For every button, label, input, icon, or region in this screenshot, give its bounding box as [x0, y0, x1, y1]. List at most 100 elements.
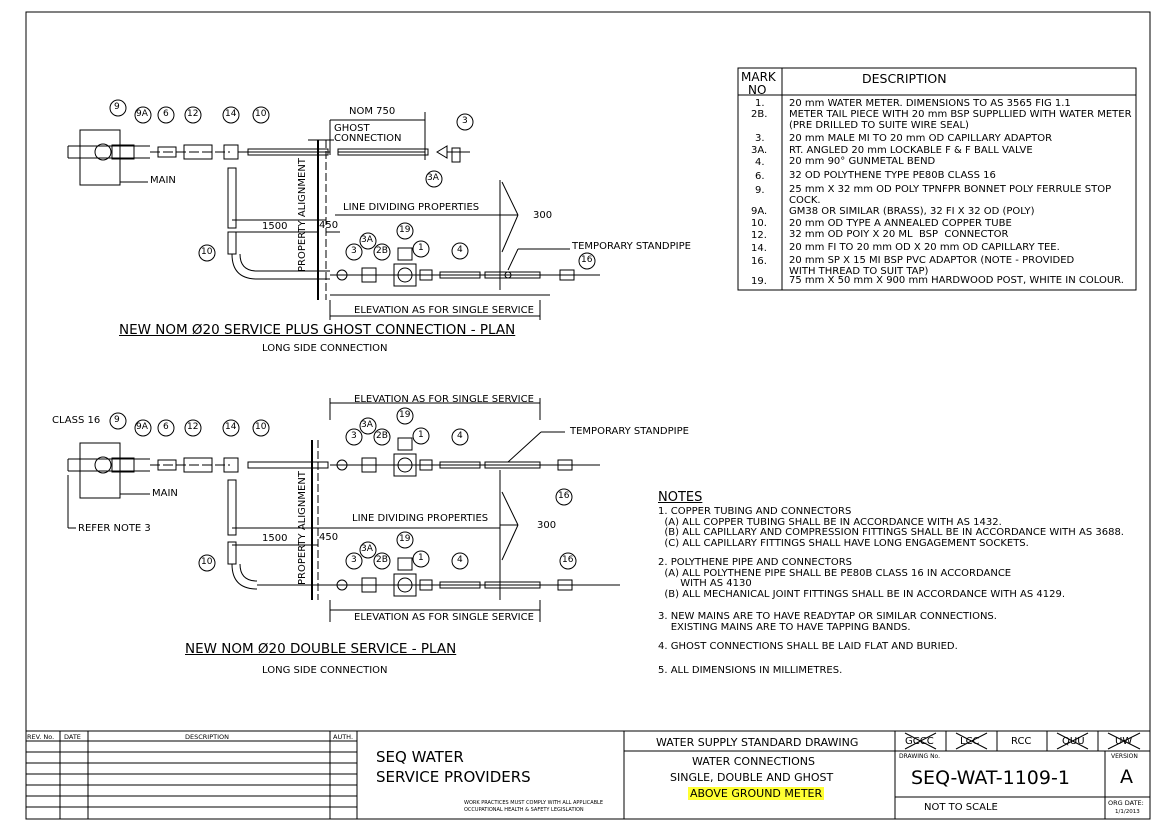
balloon-label: 16 — [558, 491, 570, 501]
balloon-label: 3 — [351, 246, 357, 256]
title-block-lines — [26, 731, 1150, 819]
balloon-label: 2B — [376, 555, 388, 565]
balloon-label: 14 — [225, 109, 237, 119]
balloon-label: 1 — [418, 243, 424, 253]
balloon-3a-b — [359, 232, 377, 250]
plan1-dim-1500: 1500 — [262, 221, 288, 232]
legend-desc: 32 mm OD POIY X 20 ML BSP CONNECTOR — [789, 229, 1009, 240]
rev-header-auth: AUTH. — [333, 733, 354, 741]
plan2-property-alignment: PROPERTY ALIGNMENT — [297, 471, 308, 585]
balloon-label: 16 — [562, 555, 574, 565]
legend-desc: RT. ANGLED 20 mm LOCKABLE F & F BALL VAL… — [789, 145, 1033, 156]
rev-header-rev: REV. No. — [27, 733, 55, 741]
notes-heading: NOTES — [658, 490, 703, 505]
note-item-3: 3. NEW MAINS ARE TO HAVE READYTAP OR SIM… — [658, 611, 997, 633]
legend-mark: 9A. — [751, 206, 768, 217]
plan1-ghost-label-2: CONNECTION — [334, 133, 402, 144]
council-quu: QUU — [1062, 736, 1085, 747]
legend-mark: 12. — [751, 230, 767, 241]
plan1-balloons — [109, 99, 596, 270]
plan1-post — [397, 247, 413, 261]
plan1-temp-standpipe: TEMPORARY STANDPIPE — [572, 241, 691, 252]
plan1-subtitle: LONG SIDE CONNECTION — [262, 343, 388, 354]
balloon-label: 2B — [376, 246, 388, 256]
balloon-label: 14 — [225, 422, 237, 432]
drawing-title-1: WATER CONNECTIONS — [692, 755, 816, 768]
balloon-16 — [578, 252, 596, 270]
company-line-1: SEQ WATER — [376, 748, 464, 766]
balloon-label: 6 — [163, 109, 169, 119]
plan2-dim-1500: 1500 — [262, 533, 288, 544]
legend-desc: METER TAIL PIECE WITH 20 mm BSP SUPPLLIE… — [789, 109, 1132, 131]
plan2-refer-note: REFER NOTE 3 — [78, 523, 151, 534]
council-lcc: LCC — [960, 736, 980, 747]
balloon-label: 2B — [376, 431, 388, 441]
plan1-ghost-label-1: GHOST — [334, 123, 370, 134]
plan2-title: NEW NOM Ø20 DOUBLE SERVICE - PLAN — [185, 641, 457, 657]
council-rcc: RCC — [1011, 736, 1032, 747]
rev-header-date: DATE — [64, 733, 81, 741]
balloon-label: 10 — [201, 557, 213, 567]
plan2-balloons — [109, 407, 577, 572]
plan2-subtitle: LONG SIDE CONNECTION — [262, 665, 388, 676]
balloon-label: 19 — [399, 225, 411, 235]
compliance-line-1: WORK PRACTICES MUST COMPLY WITH ALL APPL… — [464, 800, 603, 806]
legend-desc: 20 mm MALE MI TO 20 mm OD CAPILLARY ADAP… — [789, 133, 1053, 144]
drawing-no: SEQ-WAT-1109-1 — [911, 767, 1070, 789]
plan2-drawing — [67, 398, 620, 622]
plan1-tee-14 — [223, 144, 239, 160]
plan2-elevation-top: ELEVATION AS FOR SINGLE SERVICE — [354, 394, 534, 405]
plan2-dim-450: 450 — [319, 532, 339, 543]
balloon-2b — [373, 243, 391, 261]
plan1-main-label: MAIN — [150, 175, 176, 186]
balloon-3 — [456, 113, 474, 131]
balloon-label: 3A — [361, 235, 373, 245]
legend-mark: 10. — [751, 218, 767, 229]
balloon-label: 9 — [114, 415, 120, 425]
plan1-property-alignment: PROPERTY ALIGNMENT — [297, 158, 308, 272]
balloon-label: 3 — [351, 555, 357, 565]
balloon-label: 4 — [457, 431, 463, 441]
balloon-4 — [451, 242, 469, 260]
balloon-label: 3A — [361, 420, 373, 430]
legend-mark: 16. — [751, 256, 767, 267]
note-item-1: 1. COPPER TUBING AND CONNECTORS (A) ALL … — [658, 506, 1124, 549]
plan1-ferrule — [94, 143, 112, 161]
legend-mark: 9. — [755, 185, 765, 196]
plan1-title: NEW NOM Ø20 SERVICE PLUS GHOST CONNECTIO… — [119, 322, 516, 338]
legend-col-mark-1: MARK — [741, 70, 776, 84]
note-item-2: 2. POLYTHENE PIPE AND CONNECTORS (A) ALL… — [658, 557, 1066, 600]
balloon-label: 10 — [255, 422, 267, 432]
org-date-value: 1/1/2013 — [1115, 809, 1140, 815]
legend-desc: 75 mm X 50 mm X 900 mm HARDWOOD POST, WH… — [789, 275, 1124, 286]
balloon-label: 3A — [427, 173, 439, 183]
balloon-label: 10 — [255, 109, 267, 119]
legend-mark: 3A. — [751, 145, 768, 156]
legend-col-mark-2: NO — [748, 83, 767, 97]
council-uw: UW — [1115, 736, 1133, 747]
balloon-label: 1 — [418, 430, 424, 440]
plan2-main-label: MAIN — [152, 488, 178, 499]
balloon-label: 10 — [201, 247, 213, 257]
org-date-label: ORG DATE: — [1108, 799, 1144, 807]
legend-mark: 4. — [755, 157, 765, 168]
plan2-dim-300: 300 — [537, 520, 557, 531]
legend-mark: 14. — [751, 243, 767, 254]
drawing-title-3: ABOVE GROUND METER — [688, 787, 825, 800]
balloon-19 — [396, 222, 414, 240]
balloon-label: 19 — [399, 534, 411, 544]
legend-desc: 32 OD POLYTHENE TYPE PE80B CLASS 16 — [789, 170, 996, 181]
company-line-2: SERVICE PROVIDERS — [376, 768, 531, 786]
plan1-copper-tube — [247, 148, 329, 156]
legend-table-lines — [737, 67, 1137, 291]
legend-desc: 20 mm OD TYPE A ANNEALED COPPER TUBE — [789, 218, 1012, 229]
balloon-9a — [134, 106, 152, 124]
balloon-10b — [198, 244, 216, 262]
balloon-14 — [222, 106, 240, 124]
plan1-meter — [393, 263, 417, 287]
legend-desc: 20 mm FI TO 20 mm OD X 20 mm OD CAPILLAR… — [789, 242, 1060, 253]
compliance-line-2: OCCUPATIONAL HEALTH & SAFETY LEGISLATION — [464, 807, 584, 813]
plan1-fitting-6 — [157, 146, 177, 158]
rev-header-description: DESCRIPTION — [185, 733, 229, 741]
